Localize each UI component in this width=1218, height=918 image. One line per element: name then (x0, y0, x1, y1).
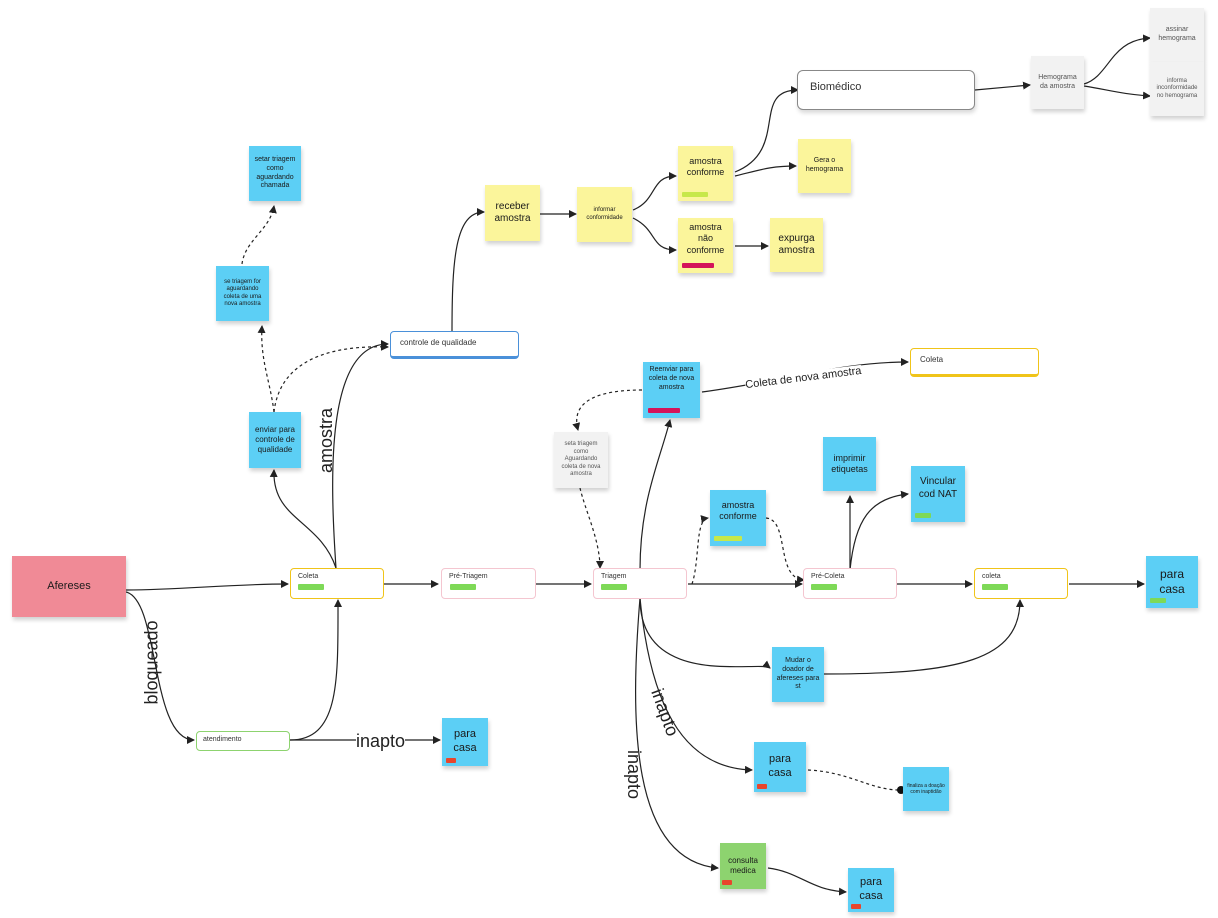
coleta-final-status-tag (982, 584, 1008, 590)
edge-seta-triagem-dashed (579, 487, 604, 569)
vincular-nat-tag (915, 513, 931, 518)
pre-triagem-card-label: Pré-Triagem (449, 573, 488, 580)
informa-inconformidade-sticky[interactable]: informa inconformidade no hemograma (1150, 62, 1204, 116)
edge-precoleta-vincular (849, 490, 909, 571)
coleta-final-card-label: coleta (982, 573, 1001, 580)
edge-hemograma-informa (1083, 85, 1151, 100)
edge-conforme-biomedico (734, 86, 799, 173)
edge-atendimento-coleta (289, 599, 343, 741)
edge-conforme-gera (734, 162, 797, 177)
coleta-card[interactable]: Coleta (290, 568, 384, 599)
pre-triagem-card[interactable]: Pré-Triagem (441, 568, 536, 599)
edge-reenviar-seta-dashed (572, 389, 643, 431)
triagem-status-tag (601, 584, 627, 590)
edge-coleta-controle (332, 340, 389, 569)
coleta-card-label: Coleta (298, 573, 319, 580)
seta-triagem-aguardando-sticky[interactable]: seta triagem como Aguardando coleta de n… (554, 432, 608, 488)
pre-coleta-card-label: Pré-Coleta (811, 573, 845, 580)
atendimento-card[interactable]: atendimento (196, 731, 290, 751)
receber-amostra-sticky[interactable]: receber amostra (485, 185, 540, 241)
edge-mudar-coleta2 (823, 599, 1024, 675)
setar-triagem-sticky[interactable]: setar triagem como aguardando chamada (249, 146, 301, 201)
edge-triagem-consulta (635, 597, 719, 872)
edge-triagem-reenviar (639, 419, 673, 571)
informar-conformidade-sticky[interactable]: informar conformidade (577, 187, 632, 242)
para-casa-final-tag (1150, 598, 1166, 603)
biomedico-card-label: Biomédico (810, 81, 862, 93)
para-casa-inapto-tag (446, 758, 456, 763)
vincular-nat-sticky[interactable]: Vincular cod NAT (911, 466, 965, 522)
amostra-conforme-mid-tag (714, 536, 742, 541)
amostra-conforme-top-tag (682, 192, 708, 197)
bloqueado-label: bloqueado (141, 620, 162, 705)
edge-triagem-amostraconforme-dashed (691, 515, 709, 585)
pre-coleta-status-tag (811, 584, 837, 590)
controle-qualidade-card-label: controle de qualidade (400, 338, 477, 347)
pre-triagem-status-tag (450, 584, 476, 590)
edge-enviar-controle-dashed (273, 342, 389, 413)
para-casa-bottom-tag (851, 904, 861, 909)
pre-coleta-card[interactable]: Pré-Coleta (803, 568, 897, 599)
coleta-final-card[interactable]: coleta (974, 568, 1068, 599)
edge-enviar-se-triagem-dashed (257, 325, 275, 413)
para-casa-mid-tag (757, 784, 767, 789)
triagem-card[interactable]: Triagem (593, 568, 687, 599)
edge-hemograma-assinar (1083, 34, 1151, 85)
consulta-medica-tag (722, 880, 732, 885)
edge-coleta-enviar (269, 469, 337, 569)
hemograma-amostra-sticky[interactable]: Hemograma da amostra (1031, 56, 1084, 109)
atendimento-card-label: atendimento (203, 736, 242, 743)
coleta-top-card-label: Coleta (920, 355, 944, 364)
finaliza-sticky[interactable]: finaliza a doação com inaptidão (903, 767, 949, 811)
controle-qualidade-card[interactable]: controle de qualidade (390, 331, 519, 359)
biomedico-card[interactable]: Biomédico (797, 70, 975, 110)
para-casa-mid-sticky[interactable]: para casa (754, 742, 806, 792)
gera-hemograma-sticky[interactable]: Gera o hemograma (798, 139, 851, 193)
enviar-qualidade-sticky[interactable]: enviar para controle de qualidade (249, 412, 301, 468)
edge-bloqueado (125, 591, 195, 744)
expurga-amostra-sticky[interactable]: expurga amostra (770, 218, 823, 272)
edge-paracasa-finaliza-dashed (807, 769, 901, 791)
amostra-nao-conforme-tag (682, 263, 714, 268)
assinar-hemograma-sticky[interactable]: assinar hemograma (1150, 8, 1204, 62)
edge-informar-naoconforme (632, 217, 677, 254)
se-triagem-sticky[interactable]: se triagem for aguardando coleta de uma … (216, 266, 269, 321)
edge-informar-conforme (632, 172, 677, 211)
edge-consulta-paracasa (767, 867, 847, 896)
mudar-doador-sticky[interactable]: Mudar o doador de afereses para st (772, 647, 824, 702)
edge-triagem-paracasa-mid (639, 597, 753, 774)
reenviar-coleta-tag (648, 408, 680, 413)
edge-triagem-mudar (639, 597, 771, 669)
para-casa-bottom-sticky[interactable]: para casa (848, 868, 894, 912)
amostra-label: amostra (316, 407, 337, 474)
edge-controle-receber (451, 208, 485, 334)
coleta-status-tag (298, 584, 324, 590)
coleta-top-card[interactable]: Coleta (910, 348, 1039, 377)
edge-biomedico-hemograma (974, 81, 1031, 91)
edge-se-setar-dashed (241, 205, 277, 265)
triagem-card-label: Triagem (601, 573, 627, 580)
amostra-conforme-top-sticky[interactable]: amostra conforme (678, 146, 733, 201)
inapto-left-label: inapto (356, 731, 406, 752)
inapto-low-label: inapto (624, 749, 645, 800)
edge-amostraconforme-precoleta-dashed (765, 517, 805, 584)
afereses-sticky[interactable]: Afereses (12, 556, 126, 617)
edge-afereses-coleta (125, 580, 289, 591)
imprimir-etiquetas-sticky[interactable]: imprimir etiquetas (823, 437, 876, 491)
